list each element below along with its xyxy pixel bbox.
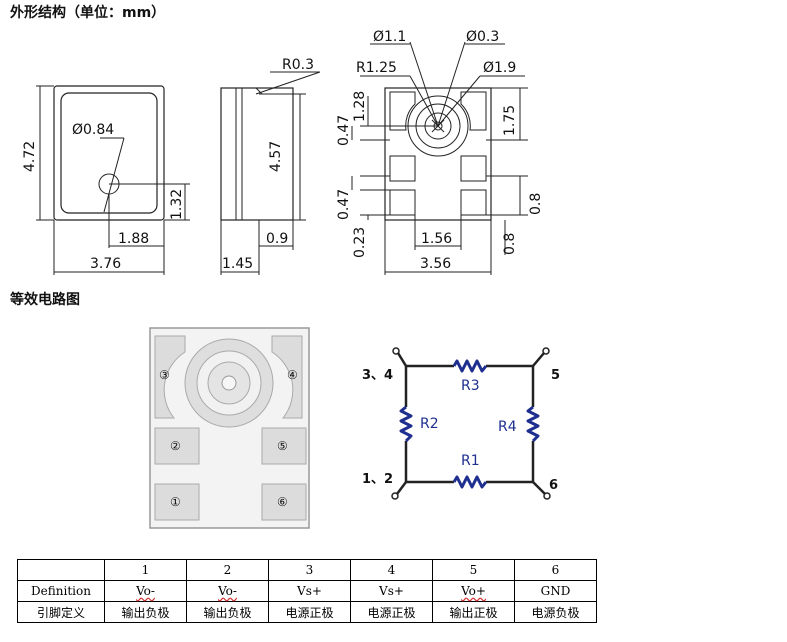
table-cell: 电源正极 — [350, 601, 433, 623]
resistor-label-r2: R2 — [420, 416, 439, 432]
pad-label-2: ② — [170, 439, 181, 453]
table-cell: 6 — [514, 559, 597, 581]
front-hole-offset-x-dim: 1.88 — [118, 231, 149, 247]
front-width-dim: 3.76 — [90, 256, 121, 272]
bottom-d2-dim: Ø0.3 — [466, 29, 499, 45]
bottom-view — [351, 41, 528, 275]
cell-text: Vo- — [218, 584, 237, 598]
bottom-right-top-dim: 1.75 — [502, 105, 518, 136]
table-cell: Vs+ — [268, 580, 351, 602]
cell-text: Vo- — [136, 584, 155, 598]
table-cell: 2 — [186, 559, 269, 581]
pin-table: 1 2 3 4 5 6 Definition Vo- Vo- Vs+ Vs+ V… — [17, 559, 597, 623]
resistor-label-r3: R3 — [461, 378, 480, 394]
table-cell: 输出负极 — [104, 601, 187, 623]
table-cell: 4 — [350, 559, 433, 581]
cell-text: Vo+ — [461, 584, 486, 598]
side-total-dim: 1.45 — [222, 256, 253, 272]
front-height-dim: 4.72 — [22, 141, 38, 172]
circuit-terminals — [391, 347, 551, 500]
pin-table-header-row: 1 2 3 4 5 6 — [17, 559, 597, 581]
front-hole-offset-y-dim: 1.32 — [169, 189, 185, 220]
table-cell: 输出正极 — [432, 601, 515, 623]
pad-label-4: ④ — [287, 368, 298, 382]
front-view — [36, 85, 190, 275]
bridge-circuit — [396, 352, 546, 495]
pad-layout — [149, 327, 310, 529]
side-height-dim: 4.57 — [268, 141, 284, 172]
bottom-inner-width-dim: 1.56 — [421, 231, 452, 247]
table-cell: GND — [514, 580, 597, 602]
table-cell: Vo- — [104, 580, 187, 602]
bottom-d1-dim: Ø1.1 — [373, 29, 406, 45]
pad-label-3: ③ — [159, 368, 170, 382]
table-cell: Vo- — [186, 580, 269, 602]
resistor-symbols — [399, 359, 540, 489]
circuit-title: 等效电路图 — [10, 292, 80, 308]
table-row: 引脚定义 输出负极 输出负极 电源正极 电源正极 输出正极 电源负极 — [17, 601, 597, 623]
table-cell: Vs+ — [350, 580, 433, 602]
bottom-right-pad-dim: 0.8 — [502, 233, 518, 255]
side-radius-dim: R0.3 — [282, 57, 314, 73]
bottom-left-mid-dim: 0.47 — [336, 115, 352, 146]
pad-label-1: ① — [170, 495, 181, 509]
table-cell: 电源负极 — [514, 601, 597, 623]
pad-label-5: ⑤ — [277, 439, 288, 453]
resistor-label-r1: R1 — [461, 453, 480, 469]
bottom-left-low-dim: 0.47 — [336, 189, 352, 220]
table-cell: Vo+ — [432, 580, 515, 602]
table-cell: Definition — [17, 580, 105, 602]
table-cell: 5 — [432, 559, 515, 581]
front-hole-dim: Ø0.84 — [72, 122, 114, 138]
bottom-left-top-dim: 1.28 — [352, 91, 368, 122]
resistor-label-r4: R4 — [498, 419, 517, 435]
bottom-d3-dim: Ø1.9 — [483, 60, 516, 76]
node-label-top-right: 5 — [551, 368, 560, 383]
bottom-left-bottom-dim: 0.23 — [352, 227, 368, 258]
side-view — [220, 71, 321, 275]
table-cell: 1 — [104, 559, 187, 581]
pad-label-6: ⑥ — [277, 495, 288, 509]
side-thickness-dim: 0.9 — [266, 231, 288, 247]
node-label-bottom-left: 1、2 — [362, 472, 393, 487]
bottom-r-dim: R1.25 — [356, 60, 397, 76]
drawing-canvas: Ø0.84 4.72 1.32 1.88 3.76 R0.3 4.57 0.9 … — [22, 29, 560, 529]
table-cell: 电源正极 — [268, 601, 351, 623]
node-label-top-left: 3、4 — [362, 368, 393, 383]
node-label-bottom-right: 6 — [549, 478, 558, 493]
table-cell: 引脚定义 — [17, 601, 105, 623]
table-row: Definition Vo- Vo- Vs+ Vs+ Vo+ GND — [17, 580, 597, 602]
table-cell: 输出负极 — [186, 601, 269, 623]
bottom-right-bottom-dim: 0.8 — [528, 193, 544, 215]
bottom-width-dim: 3.56 — [420, 256, 451, 272]
table-cell — [17, 559, 105, 581]
outline-title: 外形结构（单位：mm） — [10, 5, 166, 21]
table-cell: 3 — [268, 559, 351, 581]
